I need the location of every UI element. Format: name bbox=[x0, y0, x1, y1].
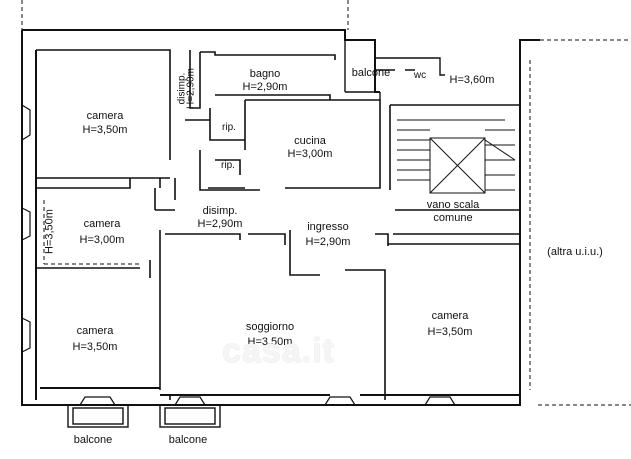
top-balcony bbox=[344, 40, 445, 100]
room-camera-se-height: H=3,50m bbox=[427, 326, 473, 338]
room-disimp-mid-height: H=2,90m bbox=[197, 218, 243, 230]
bottom-balconies bbox=[67, 404, 221, 428]
room-soggiorno-name: soggiorno bbox=[245, 321, 295, 333]
room-camera-sw-height: H=3,50m bbox=[72, 341, 118, 353]
room-bagno-height: H=2,90m bbox=[242, 81, 288, 93]
inner-walls bbox=[36, 49, 521, 400]
room-ingresso-height: H=2,90m bbox=[305, 236, 351, 248]
room-cucina-name: cucina bbox=[294, 135, 326, 147]
room-balcone-top-name: balcone bbox=[351, 67, 391, 79]
room-camera-mid-side-height: H=3,50m bbox=[43, 209, 56, 254]
room-wc-height: H=3,60m bbox=[449, 74, 495, 86]
room-camera-nw-height: H=3,50m bbox=[82, 124, 128, 136]
room-camera-nw-name: camera bbox=[86, 110, 124, 122]
windows bbox=[21, 104, 456, 406]
balcone-bottom-mid-label: balcone bbox=[168, 434, 208, 446]
room-soggiorno-height: H=3,50m bbox=[247, 336, 293, 348]
room-wc-name: wc bbox=[413, 70, 427, 81]
room-disimp-top-height: H=2,90m bbox=[185, 68, 197, 109]
room-rip-1-name: rip. bbox=[222, 122, 236, 133]
room-disimp-mid-name: disimp. bbox=[202, 205, 238, 217]
stair-label-line1: vano scala bbox=[426, 199, 480, 211]
room-camera-mid-name: camera bbox=[83, 218, 121, 230]
room-camera-sw-name: camera bbox=[76, 325, 114, 337]
room-bagno-name: bagno bbox=[249, 68, 281, 80]
room-camera-mid-height: H=3,00m bbox=[79, 234, 125, 246]
room-ingresso-name: ingresso bbox=[307, 221, 349, 233]
stair bbox=[397, 119, 516, 194]
dashed-boundaries bbox=[21, 0, 631, 406]
room-camera-se-name: camera bbox=[431, 310, 469, 322]
balcone-bottom-left-label: balcone bbox=[73, 434, 113, 446]
room-rip-2-name: rip. bbox=[221, 160, 235, 171]
room-cucina-height: H=3,00m bbox=[287, 148, 333, 160]
altra-uiu-label: (altra u.i.u.) bbox=[547, 246, 603, 258]
watermark: casa.it bbox=[222, 332, 335, 370]
stair-label-line2: comune bbox=[433, 212, 473, 224]
